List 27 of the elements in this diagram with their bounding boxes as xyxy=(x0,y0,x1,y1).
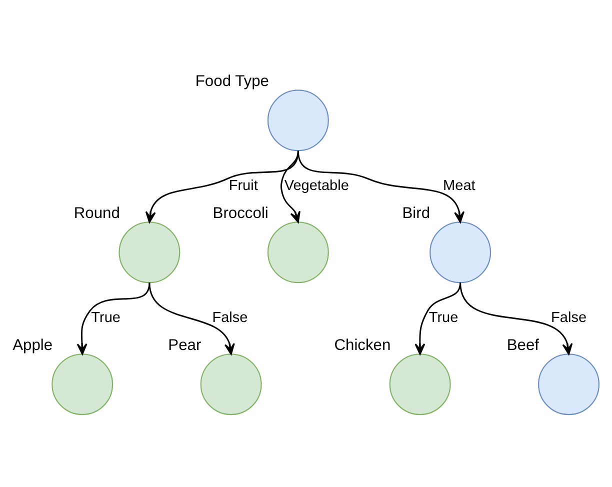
edge-label: False xyxy=(212,310,248,326)
node-circle xyxy=(118,221,180,283)
arrow xyxy=(460,282,573,354)
node-circle xyxy=(267,221,329,283)
node-label: Beef xyxy=(506,336,540,354)
arrow xyxy=(297,150,464,222)
edge-label: True xyxy=(91,310,120,326)
edge-label: False xyxy=(551,310,587,326)
edge-label: Vegetable xyxy=(284,178,349,194)
arrow xyxy=(148,282,235,354)
node-label: Bird xyxy=(402,204,430,222)
edge-label: True xyxy=(428,310,458,326)
node-circle xyxy=(267,89,329,151)
arrow xyxy=(76,282,150,354)
node-circle xyxy=(200,353,262,415)
edge-label: Meat xyxy=(443,178,476,194)
edge-label: Fruit xyxy=(228,178,258,194)
node-label: Broccoli xyxy=(212,204,268,222)
node-circle xyxy=(389,353,451,415)
node-circle xyxy=(538,353,600,415)
node-circle xyxy=(430,221,492,283)
node-label: Round xyxy=(74,204,120,222)
node-label: Pear xyxy=(168,336,202,354)
node-label: Apple xyxy=(12,336,53,354)
node-label: Food Type xyxy=(195,72,270,90)
node-circle xyxy=(52,353,114,415)
node-label: Chicken xyxy=(334,336,391,354)
